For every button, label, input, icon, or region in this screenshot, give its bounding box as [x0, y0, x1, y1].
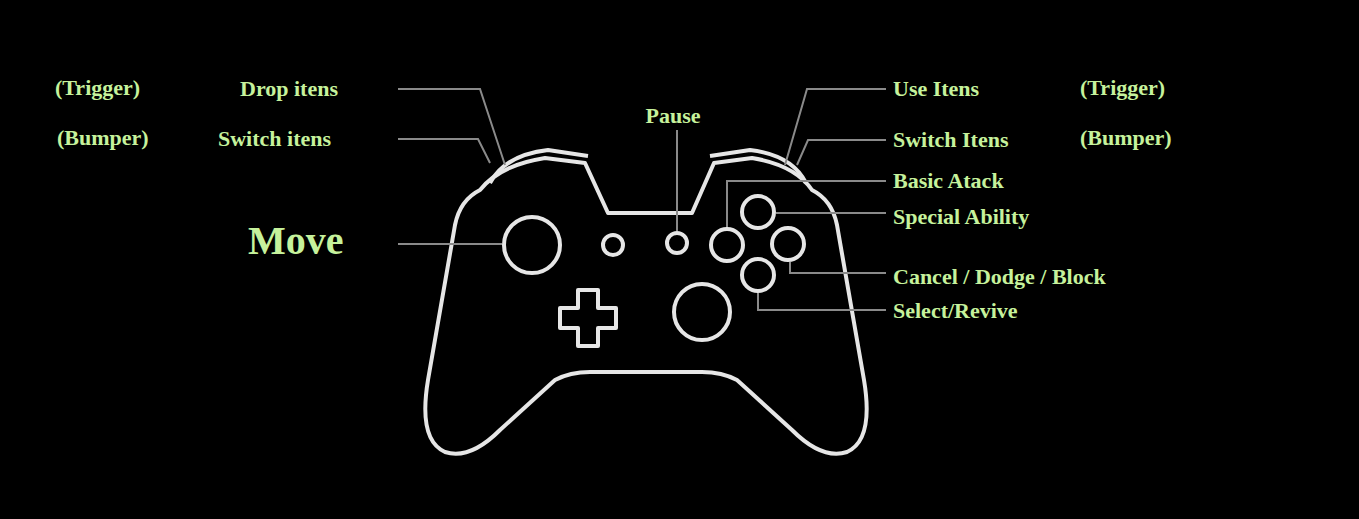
right-stick: [674, 284, 730, 340]
left-stick: [504, 217, 560, 273]
leader-line: [790, 262, 886, 273]
trigger-label: (Trigger): [55, 76, 140, 100]
leader-line: [785, 89, 886, 165]
action-label: Use Itens: [893, 77, 979, 101]
bumper-label: (Bumper): [1080, 126, 1172, 150]
leader-line: [398, 139, 490, 163]
action-label: Switch Itens: [893, 128, 1009, 152]
action-label: Drop itens: [240, 77, 338, 101]
shoulder-edge: [490, 150, 806, 183]
leader-line: [398, 89, 505, 165]
x-button: [711, 229, 743, 261]
bumper-label: (Bumper): [57, 126, 149, 150]
view-button: [603, 235, 623, 255]
leader-line: [758, 293, 886, 310]
a-button: [742, 259, 774, 291]
action-label: Cancel / Dodge / Block: [893, 265, 1106, 289]
action-label: Special Ability: [893, 205, 1029, 229]
leader-line: [727, 181, 886, 227]
leader-line: [398, 243, 502, 245]
action-label: Pause: [646, 104, 701, 128]
leader-line: [676, 130, 678, 231]
action-label: Select/Revive: [893, 299, 1018, 323]
controller-body: [425, 158, 866, 454]
y-button: [742, 196, 774, 228]
b-button: [772, 228, 804, 260]
trigger-label: (Trigger): [1080, 76, 1165, 100]
leader-line: [776, 212, 886, 214]
move-label: Move: [248, 219, 344, 263]
d-pad: [560, 290, 616, 346]
action-label: Basic Atack: [893, 169, 1004, 193]
menu-button: [667, 233, 687, 253]
leader-line: [797, 140, 886, 165]
action-label: Switch itens: [218, 127, 331, 151]
